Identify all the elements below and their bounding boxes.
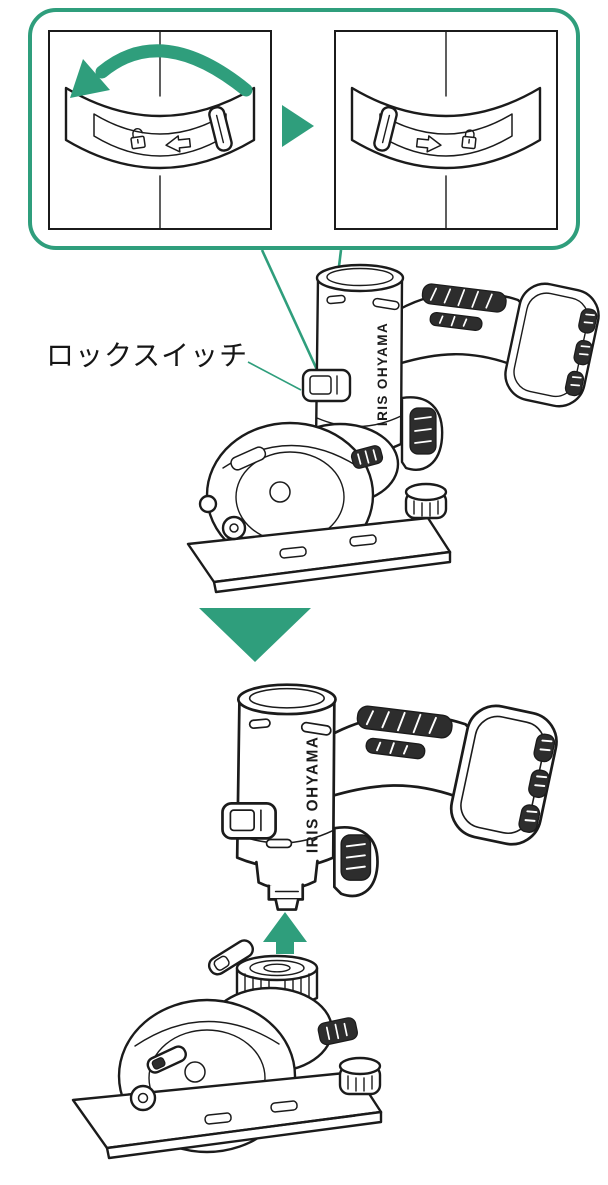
battery-grip	[449, 704, 558, 846]
trigger-slider	[333, 826, 379, 898]
slide-right-arrow-icon	[415, 135, 442, 153]
lock-switch	[301, 368, 352, 403]
plate-slot	[270, 1100, 298, 1113]
vent-slot	[248, 718, 271, 730]
brand-logo: IRIS OHYAMA	[375, 322, 390, 426]
spindle-coupling	[255, 859, 319, 911]
front-knob	[129, 1084, 157, 1112]
battery-grip	[504, 282, 600, 408]
arbor-bolt	[269, 481, 291, 503]
plate-slot	[279, 546, 307, 559]
trigger-slider	[400, 396, 444, 471]
carry-lever	[207, 939, 254, 976]
blade-slot-line	[184, 1115, 356, 1139]
next-step-arrow-icon	[282, 105, 314, 147]
illustration-tool-assembled: IRIS OHYAMA	[186, 263, 600, 594]
lock-switch-label: ロックスイッチ	[46, 339, 249, 372]
depth-lever	[230, 446, 267, 471]
vent-slot	[300, 721, 332, 736]
lock-switch	[221, 801, 277, 840]
plate-slot	[204, 1112, 232, 1125]
callout-panel-unlock	[48, 30, 272, 230]
clamp-lever	[317, 1017, 358, 1046]
saw-base-unit-detached	[71, 939, 383, 1160]
clamp-lever	[350, 445, 384, 469]
motor-unit: IRIS OHYAMA	[235, 683, 337, 870]
callout-box	[28, 8, 580, 250]
step-down-arrow-icon	[199, 608, 311, 662]
base-plate-edge	[212, 550, 452, 594]
lock-collar	[64, 86, 256, 170]
vent-slot	[326, 294, 346, 305]
switch-knob	[373, 106, 398, 152]
attach-up-arrow-icon	[263, 912, 307, 954]
rotate-ccw-arrow-icon	[70, 44, 253, 98]
callout-pointer-left	[260, 249, 320, 373]
saw-base-unit	[186, 421, 452, 594]
plate-slot	[349, 534, 377, 547]
depth-lever	[146, 1045, 187, 1074]
vent-slot	[265, 838, 293, 849]
lock-icon	[461, 129, 477, 150]
bevel-knob	[338, 1056, 382, 1096]
bevel-knob	[404, 482, 448, 520]
brand-logo: IRIS OHYAMA	[304, 735, 321, 853]
motor-unit: IRIS OHYAMA	[314, 263, 405, 456]
side-bolt	[198, 494, 218, 514]
motor-handle-assembly: IRIS OHYAMA	[221, 683, 558, 911]
vent-slot	[372, 297, 400, 311]
lock-collar	[350, 86, 542, 170]
front-knob	[221, 515, 247, 541]
unlock-icon	[130, 127, 146, 150]
arbor-bolt	[184, 1061, 206, 1083]
illustration-tool-detached: IRIS OHYAMA	[71, 683, 558, 1160]
label-leader-line	[247, 361, 302, 391]
slide-left-arrow-icon	[165, 135, 192, 153]
switch-knob	[208, 106, 233, 152]
switch-slot	[379, 113, 513, 157]
handle-grip	[328, 705, 476, 803]
handle-grip	[396, 283, 528, 370]
callout-panel-lock	[334, 30, 558, 230]
